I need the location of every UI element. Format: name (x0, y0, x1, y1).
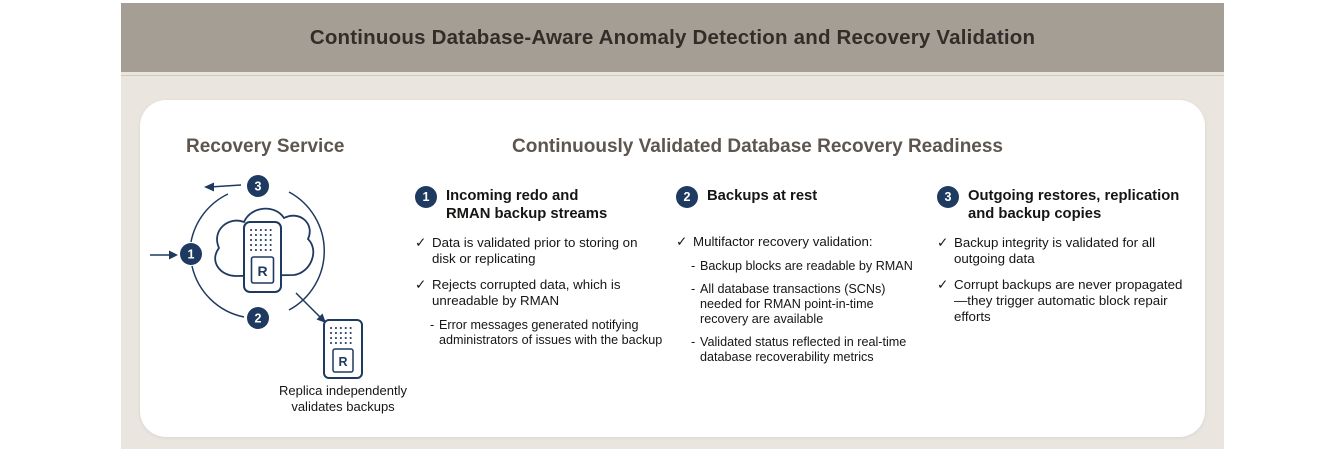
list-subitem: - Error messages generated notifying adm… (430, 317, 663, 348)
column-heading: Outgoing restores, replication and backu… (968, 188, 1180, 223)
column-backups-at-rest: 2 Backups at rest ✓ Multifactor recovery… (676, 186, 924, 372)
list-item: ✓ Data is validated prior to storing on … (415, 235, 638, 267)
dash-icon: - (691, 259, 696, 274)
dash-icon: - (430, 317, 435, 332)
server-label: R (257, 263, 267, 279)
column-header: 1 Incoming redo and RMAN backup streams (415, 186, 663, 223)
divider-line (121, 75, 1224, 76)
check-icon: ✓ (937, 235, 949, 251)
column-heading: Incoming redo and RMAN backup streams (446, 188, 608, 223)
readiness-title: Continuously Validated Database Recovery… (512, 136, 1004, 157)
flow-arc-right (288, 191, 326, 311)
column-incoming: 1 Incoming redo and RMAN backup streams … (415, 186, 663, 372)
database-server-icon: R (243, 221, 282, 293)
column-outgoing: 3 Outgoing restores, replication and bac… (937, 186, 1185, 372)
main-card: Recovery Service R (140, 100, 1205, 437)
flow-arrow-top-line (209, 184, 242, 188)
check-icon: ✓ (415, 235, 427, 251)
step-badge-1: 1 (415, 186, 437, 208)
recovery-service-title: Recovery Service (186, 136, 345, 157)
column-items: ✓ Multifactor recovery validation: - Bac… (676, 234, 924, 365)
list-subitem: - All database transactions (SCNs) neede… (691, 281, 886, 327)
list-item: ✓ Rejects corrupted data, which is unrea… (415, 276, 621, 308)
list-subitem: - Validated status reflected in real-tim… (691, 334, 907, 365)
column-heading: Backups at rest (707, 188, 818, 204)
list-item: ✓ Multifactor recovery validation: (676, 234, 873, 249)
list-subitem: - Backup blocks are readable by RMAN (691, 259, 913, 274)
arrowhead-right-icon (169, 250, 178, 260)
list-item: ✓ Backup integrity is validated for all … (937, 235, 1156, 267)
flow-badge-1: 1 (180, 243, 202, 265)
svg-text:1: 1 (188, 248, 195, 262)
check-icon: ✓ (937, 276, 949, 292)
title-band: Continuous Database-Aware Anomaly Detect… (121, 3, 1224, 72)
step-badge-3: 3 (937, 186, 959, 208)
replica-label: R (338, 355, 347, 369)
arrowhead-left-icon (204, 182, 214, 192)
check-icon: ✓ (676, 234, 688, 249)
flow-arrow-to-replica-line (295, 292, 321, 318)
recovery-flow-diagram: R R 1 2 3 (150, 175, 363, 379)
replica-caption: Replica independently validates backups (279, 383, 407, 415)
svg-text:2: 2 (255, 312, 262, 326)
flow-badge-3: 3 (247, 175, 269, 197)
column-items: ✓ Backup integrity is validated for all … (937, 235, 1185, 325)
content-frame: Continuous Database-Aware Anomaly Detect… (121, 3, 1224, 449)
step-badge-2: 2 (676, 186, 698, 208)
dash-icon: - (691, 281, 696, 296)
arrowhead-diagonal-icon (316, 313, 326, 323)
column-header: 2 Backups at rest (676, 186, 924, 208)
column-items: ✓ Data is validated prior to storing on … (415, 235, 663, 349)
flow-arc-left-top (190, 193, 229, 243)
flow-badge-2: 2 (247, 307, 269, 329)
check-icon: ✓ (415, 276, 427, 292)
replica-server-icon: R (323, 319, 363, 379)
list-item: ✓ Corrupt backups are never propagated—t… (937, 276, 1183, 324)
dash-icon: - (691, 334, 696, 349)
svg-text:3: 3 (255, 180, 262, 194)
page-title: Continuous Database-Aware Anomaly Detect… (309, 25, 1036, 49)
column-header: 3 Outgoing restores, replication and bac… (937, 186, 1185, 223)
readiness-columns: 1 Incoming redo and RMAN backup streams … (415, 186, 1185, 372)
flow-arc-left-bottom (191, 265, 245, 318)
